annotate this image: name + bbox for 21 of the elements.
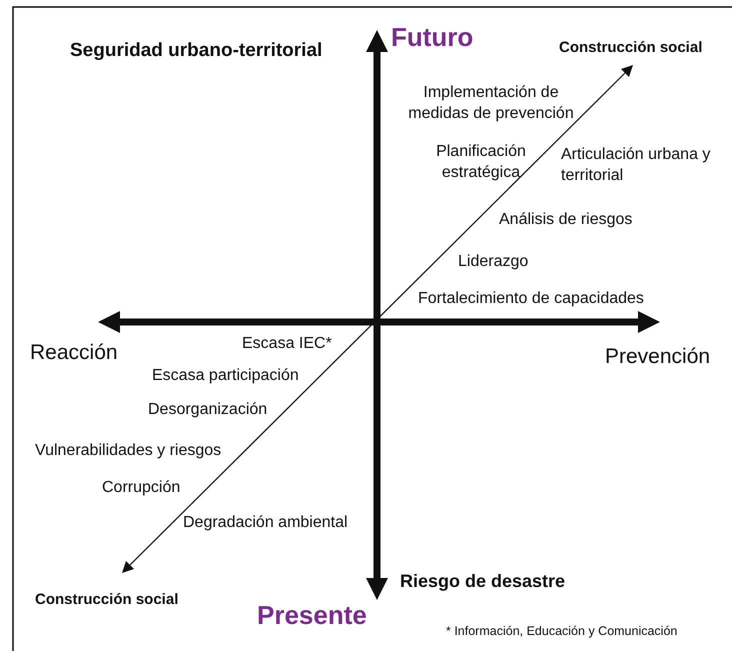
footnote: * Información, Educación y Comunicación — [446, 623, 678, 639]
factor-label: Desorganización — [148, 400, 268, 420]
quadrant-label: Riesgo de desastre — [400, 570, 566, 593]
axis-label: Reacción — [30, 340, 118, 366]
factor-label: Vulnerabilidades y riesgos — [35, 441, 222, 461]
quadrant-label: Seguridad urbano-territorial — [70, 39, 322, 63]
factor-label: Corrupción — [102, 478, 180, 498]
axis-end-label: Construcción social — [35, 590, 178, 610]
factor-label: Planificación estratégica — [435, 142, 527, 183]
factor-label: Análisis de riesgos — [499, 210, 632, 230]
factor-label: Fortalecimiento de capacidades — [418, 289, 644, 309]
axis-label: Presente — [257, 599, 367, 632]
factor-label: Articulación urbana y territorial — [561, 145, 712, 186]
factor-label: Degradación ambiental — [183, 513, 348, 533]
axis-label: Prevención — [605, 344, 710, 370]
axis-end-label: Construcción social — [559, 38, 702, 58]
factor-label: Liderazgo — [458, 252, 528, 272]
axis-label: Futuro — [391, 21, 474, 54]
factor-label: Implementación de medidas de prevención — [407, 83, 575, 124]
factor-label: Escasa participación — [152, 366, 299, 386]
factor-label: Escasa IEC* — [242, 334, 332, 354]
